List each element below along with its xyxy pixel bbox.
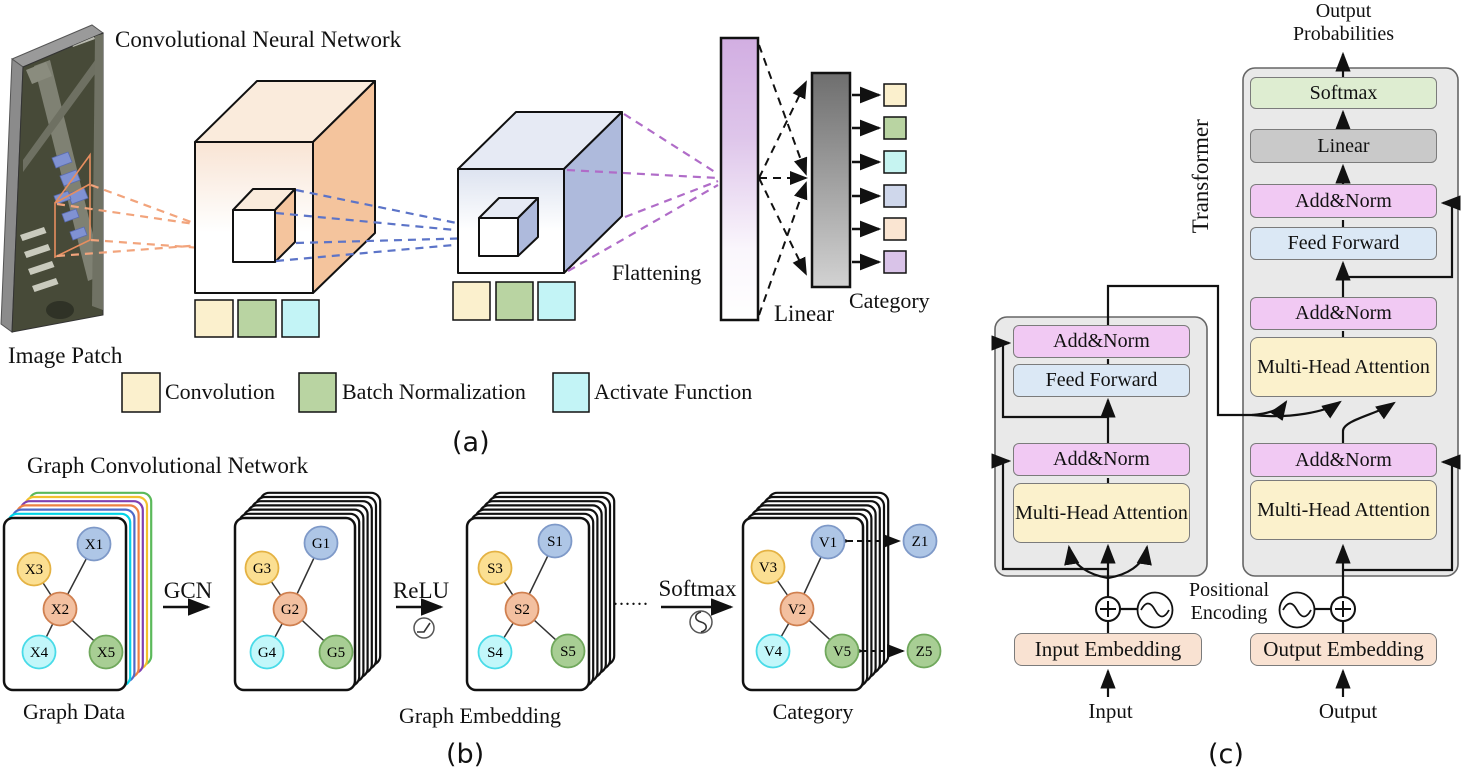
positional-encoding-label: Positional Encoding [1188, 579, 1269, 624]
node-label: X1 [85, 537, 103, 553]
input-embedding-box: Input Embedding [1014, 633, 1202, 666]
legend-label-convolution: Convolution [165, 379, 276, 404]
sigmoid-curve-icon [689, 610, 713, 634]
node-label: S4 [487, 645, 503, 661]
graph-data-nodes: X1 X2 X3 X4 X5 [16, 526, 124, 670]
decoder-addnorm-1: Add&Norm [1250, 184, 1437, 218]
softmax-arrow [661, 598, 734, 634]
relu-arrow-label: ReLU [392, 578, 450, 603]
node-label: X2 [51, 602, 69, 618]
output-probabilities-label: Output Probabilities [1292, 0, 1395, 45]
sine-wave-icon [1136, 591, 1174, 629]
graph-embedding-label: Graph Embedding [399, 703, 561, 728]
node-label: S5 [560, 644, 576, 660]
ellipsis-label: ...... [613, 588, 649, 610]
relu-arrow [396, 598, 444, 639]
encoder-feed-forward: Feed Forward [1013, 364, 1190, 397]
conv2-projection-lines [275, 188, 477, 263]
plus-circle-icon [1095, 596, 1121, 622]
flattening-label: Flattening [612, 260, 702, 285]
relu-curve-icon [413, 617, 435, 639]
category-label-b: Category [772, 699, 854, 724]
node-label: X3 [25, 562, 43, 578]
category-stack-nodes: V1 V2 V3 V4 V5 Z1 Z5 [750, 523, 942, 669]
conv-cube-1 [194, 80, 376, 294]
input-label: Input [1088, 699, 1133, 723]
decoder-multi-head-attention-2: Multi-Head Attention [1250, 480, 1437, 540]
decoder-multi-head-attention-1: Multi-Head Attention [1250, 337, 1437, 397]
decoder-addnorm-3: Add&Norm [1250, 443, 1437, 477]
cube1-layer-swatches [194, 299, 320, 338]
caption-a: (a) [452, 427, 490, 458]
encoder-multi-head-attention: Multi-Head Attention [1013, 483, 1190, 543]
linear-label: Linear [774, 301, 835, 326]
node-label: V3 [759, 560, 777, 576]
node-label: G1 [312, 536, 330, 552]
conv-cube-2 [457, 111, 623, 274]
flattening-bar [719, 36, 760, 322]
node-label: V4 [764, 644, 783, 660]
encoder-addnorm-2: Add&Norm [1013, 443, 1190, 476]
encoder-addnorm-1: Add&Norm [1013, 325, 1190, 358]
node-label: G4 [258, 645, 277, 661]
graph-data-label: Graph Data [22, 699, 125, 724]
node-label: G2 [281, 602, 299, 618]
node-label: Z5 [916, 644, 933, 660]
decoder-softmax: Softmax [1250, 77, 1437, 109]
node-label: S3 [487, 561, 503, 577]
transformer-label: Transformer [1187, 119, 1213, 234]
caption-c: (c) [1208, 739, 1244, 770]
roi-wireframe [54, 152, 91, 259]
node-label: G5 [327, 645, 345, 661]
node-label: V1 [819, 535, 837, 551]
node-label: G3 [253, 561, 271, 577]
node-label: V2 [788, 602, 806, 618]
sine-wave-icon [1278, 591, 1316, 629]
category-swatches [883, 83, 907, 274]
gcn-arrow-label: GCN [163, 578, 213, 603]
panel-b-title: Graph Convolutional Network [27, 453, 309, 478]
image-patch-slab [0, 24, 105, 333]
node-label: V5 [833, 644, 851, 660]
decoder-feed-forward: Feed Forward [1250, 227, 1437, 260]
z-link-arrows [832, 534, 905, 658]
node-label: S2 [514, 602, 530, 618]
node-label: X4 [30, 645, 49, 661]
cube2-layer-swatches [452, 281, 576, 321]
softmax-arrow-label: Softmax [658, 576, 737, 601]
output-label: Output [1318, 699, 1378, 723]
linear-bar [810, 71, 852, 289]
category-arrows [852, 86, 882, 271]
flatten-projection-lines [566, 113, 719, 272]
node-label: Z1 [912, 534, 929, 550]
decoder-linear: Linear [1250, 129, 1437, 163]
node-label: S1 [547, 534, 563, 550]
panel-a-title: Convolutional Neural Network [115, 27, 402, 52]
fc-connection-lines [758, 44, 808, 316]
decoder-addnorm-2: Add&Norm [1250, 297, 1437, 330]
caption-b: (b) [446, 739, 485, 770]
legend-label-activate-fn: Activate Function [594, 379, 753, 404]
transformer-wiring [991, 51, 1461, 697]
graph-embedding-nodes: S1 S2 S3 S4 S5 [477, 523, 586, 670]
category-label-a: Category [849, 288, 930, 313]
plus-circle-icon [1330, 596, 1356, 622]
legend-label-batch-norm: Batch Normalization [342, 379, 526, 404]
output-embedding-box: Output Embedding [1250, 633, 1437, 666]
legend-swatches [121, 372, 590, 413]
image-patch-label: Image Patch [8, 343, 123, 368]
gcn-layer-nodes: G1 G2 G3 G4 G5 [244, 525, 354, 670]
node-label: X5 [97, 645, 115, 661]
